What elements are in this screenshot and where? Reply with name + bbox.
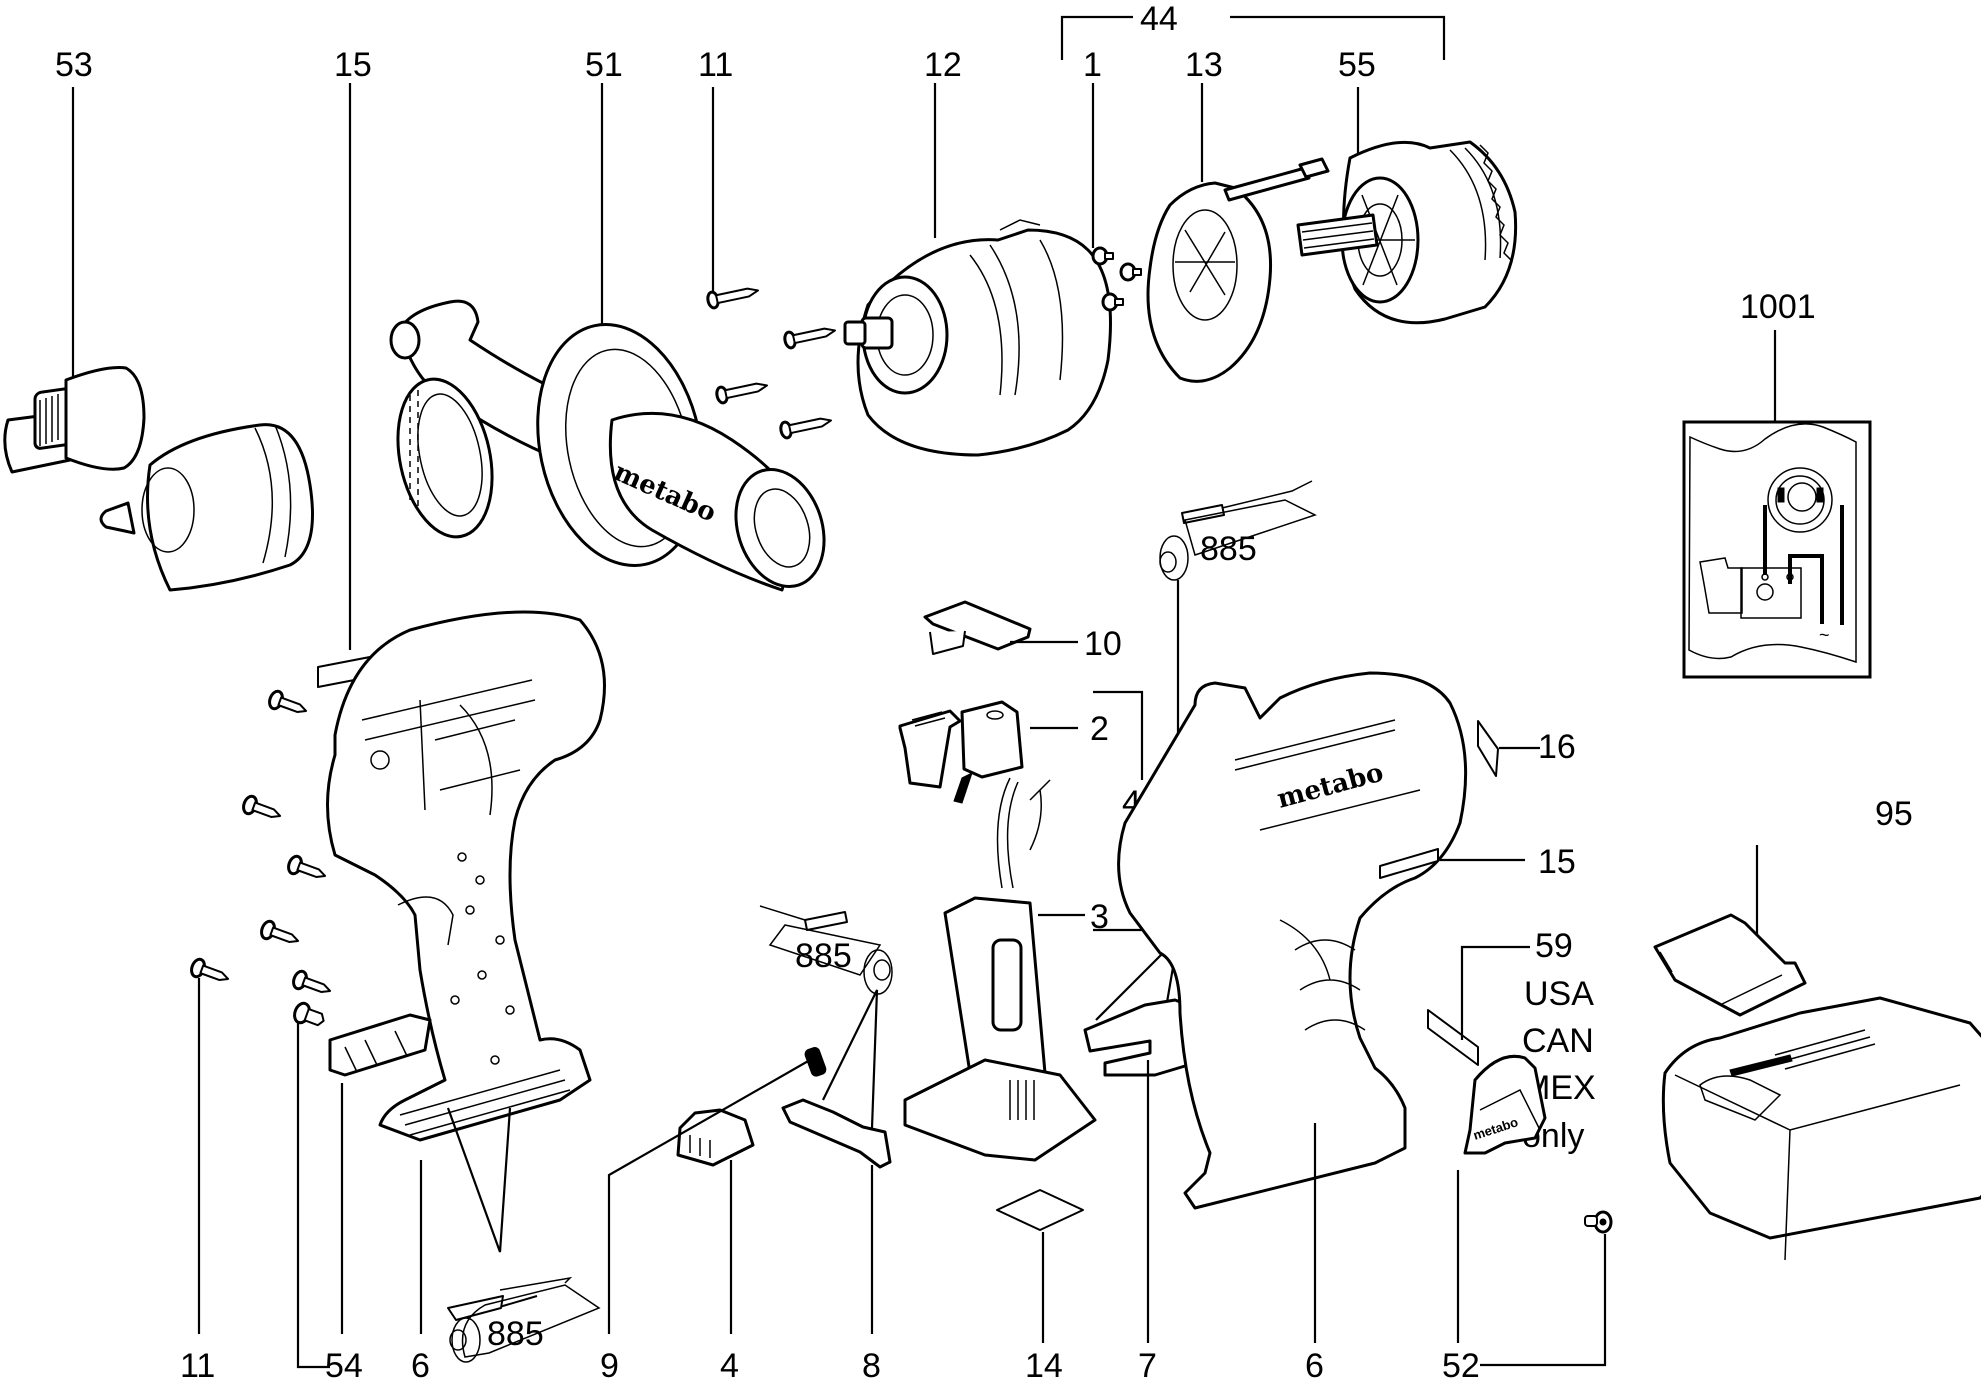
part-16-label[interactable] — [1477, 720, 1499, 777]
part-52-screw[interactable] — [1584, 1210, 1613, 1234]
part-9-spring[interactable] — [804, 1046, 828, 1077]
bracket-line — [1230, 15, 1446, 60]
callout-55[interactable]: 55 — [1338, 46, 1376, 158]
screw — [706, 287, 759, 310]
part-11-screws-top[interactable] — [706, 283, 836, 440]
callout-label: 12 — [924, 46, 962, 84]
part-6-housing-left[interactable] — [326, 610, 606, 1142]
part-1-screws[interactable] — [1091, 246, 1142, 312]
part-8-slide[interactable] — [781, 1098, 892, 1169]
callout-95[interactable]: 95 — [1755, 795, 1913, 940]
callout-label: 16 — [1538, 728, 1576, 766]
callout-13[interactable]: 13 — [1185, 46, 1223, 182]
callout-11-bottom[interactable]: 11 — [180, 978, 215, 1381]
callout-label: 11 — [180, 1347, 215, 1381]
region-note-line: USA — [1524, 975, 1594, 1013]
leader-line — [822, 989, 879, 1129]
callout-label: 13 — [1185, 46, 1223, 84]
grease-tube-885-middle[interactable]: 885 — [759, 905, 893, 1129]
leader-line — [446, 1107, 512, 1253]
bracket-line — [1093, 690, 1144, 780]
region-note-line: CAN — [1522, 1022, 1594, 1060]
callout-label: 53 — [55, 46, 93, 84]
callout-label: 55 — [1338, 46, 1376, 84]
part-51-side-handle[interactable]: metabo — [384, 299, 838, 598]
callout-11-top[interactable]: 11 — [698, 46, 733, 292]
battery-pack[interactable] — [1661, 996, 1981, 1261]
callout-10[interactable]: 10 — [1010, 625, 1122, 663]
callout-label: 9 — [600, 1347, 619, 1381]
callout-label: 3 — [1090, 898, 1109, 936]
callout-15-right[interactable]: 15 — [1440, 843, 1576, 881]
callout-44-top-bracket[interactable]: 44 — [1060, 0, 1446, 60]
callout-label: 8 — [862, 1347, 881, 1381]
callout-16[interactable]: 16 — [1499, 728, 1576, 766]
part-13-end-shield[interactable] — [1146, 157, 1330, 383]
callout-label: 7 — [1138, 1347, 1157, 1381]
part-59-label[interactable] — [1427, 1009, 1479, 1066]
callout-7[interactable]: 7 — [1138, 1060, 1157, 1381]
part-4-cover[interactable] — [676, 1108, 755, 1167]
callout-label: 10 — [1084, 625, 1122, 663]
callout-1001[interactable]: 1001 — [1740, 288, 1816, 422]
callout-53[interactable]: 53 — [55, 46, 93, 385]
part-95-terminal-cover[interactable] — [1653, 913, 1807, 1017]
part-6-housing-right[interactable]: metabo — [1117, 671, 1468, 1210]
callout-label: 1 — [1083, 46, 1102, 84]
callout-label: 44 — [1140, 0, 1178, 38]
callout-label: 2 — [1090, 710, 1109, 748]
callout-14[interactable]: 14 — [1025, 1232, 1063, 1381]
leader-line — [296, 1022, 330, 1369]
part-12-gearbox[interactable] — [843, 219, 1112, 457]
callout-label: 95 — [1875, 795, 1913, 833]
part-53-chuck-assembly[interactable] — [3, 366, 314, 592]
grease-code: 885 — [795, 937, 852, 975]
callout-3[interactable]: 3 — [1038, 898, 1109, 936]
callout-label: 11 — [698, 46, 733, 84]
callout-52[interactable]: 52 — [1442, 1170, 1607, 1381]
part-54-cover[interactable] — [328, 1013, 432, 1077]
grease-tube-885-bottom[interactable]: 885 — [446, 1107, 601, 1363]
callout-label: 15 — [1538, 843, 1576, 881]
callout-label: 51 — [585, 46, 623, 84]
callout-label: 15 — [334, 46, 372, 84]
callout-label: 4 — [720, 1347, 739, 1381]
callout-54[interactable]: 54 — [296, 1022, 363, 1381]
callout-label: 59 — [1535, 927, 1573, 965]
callout-9[interactable]: 9 — [600, 1059, 811, 1381]
callout-1[interactable]: 1 — [1083, 46, 1102, 248]
part-15-label-right[interactable] — [1379, 848, 1439, 879]
callout-label: 1001 — [1740, 288, 1816, 326]
grease-code: 885 — [1200, 530, 1257, 568]
callout-label: 54 — [325, 1347, 363, 1381]
part-1001-wiring-diagram[interactable]: ~ — [1682, 420, 1872, 679]
callout-label: 6 — [411, 1347, 430, 1381]
part-52-belt-hook[interactable]: metabo — [1463, 1054, 1547, 1155]
bracket-line — [1060, 15, 1133, 60]
callout-2[interactable]: 2 — [1030, 710, 1109, 748]
screw — [779, 417, 832, 440]
part-2-switch[interactable] — [898, 700, 1024, 804]
callout-8[interactable]: 8 — [862, 1165, 881, 1381]
screw — [715, 382, 768, 405]
callout-label: 52 — [1442, 1347, 1480, 1381]
callout-label: 14 — [1025, 1347, 1063, 1381]
grease-code: 885 — [487, 1315, 544, 1353]
callout-12[interactable]: 12 — [924, 46, 962, 238]
part-10-switch-lever[interactable] — [923, 600, 1032, 655]
part-55-motor-rotor[interactable] — [1296, 140, 1518, 325]
leader-line — [607, 1059, 811, 1334]
part-3-electronics-module[interactable] — [903, 777, 1097, 1162]
callout-15-top[interactable]: 15 — [334, 46, 372, 650]
callout-6-left[interactable]: 6 — [411, 1160, 430, 1381]
callout-6-right[interactable]: 6 — [1305, 1123, 1324, 1381]
leader-line — [1460, 945, 1530, 1040]
callout-label: 6 — [1305, 1347, 1324, 1381]
part-14-label[interactable] — [996, 1189, 1084, 1231]
leader-line — [1480, 1234, 1607, 1367]
ac-symbol: ~ — [1819, 625, 1830, 645]
screw — [783, 327, 836, 350]
callout-4[interactable]: 4 — [720, 1160, 739, 1381]
